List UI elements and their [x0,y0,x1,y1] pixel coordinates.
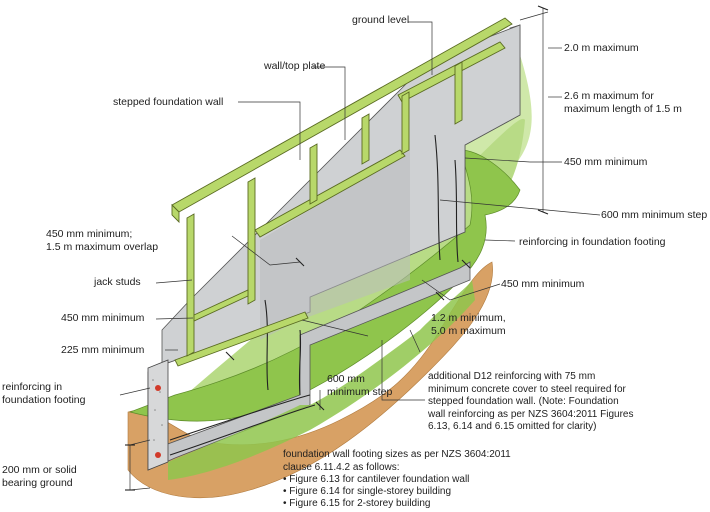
foundation-wall-shade [260,150,410,340]
rebar-end-lower [155,452,161,458]
label-26m-maximum: 2.6 m maximum for maximum length of 1.5 … [564,90,682,115]
jack-stud-2 [247,177,256,305]
label-top-plate: wall/top plate [264,60,326,72]
label-225mm-minimum: 225 mm minimum [61,344,145,356]
ground-front [168,280,475,480]
rebar-end-upper [155,385,161,391]
label-jack-studs: jack studs [94,276,141,288]
label-stepped-foundation-wall: stepped foundation wall [113,96,224,108]
bottom-plate-mid [254,149,406,238]
label-600mm-step: 600 mm minimum step [327,373,393,398]
jack-stud-3 [309,143,318,205]
bottom-plate-lower [174,311,309,367]
figure-list-item: • Figure 6.14 for single-storey building [283,486,452,497]
nog-1 [193,289,249,322]
leader-lines [119,8,601,491]
timber-frame [171,17,513,367]
label-additional-d12: additional D12 reinforcing with 75 mm mi… [428,371,634,432]
figure-list-item: • Figure 6.15 for 2-storey building [283,498,431,509]
figure-list-item: • Figure 6.13 for cantilever foundation … [283,474,470,485]
jack-stud-1 [186,213,195,357]
dimension-ticks [125,5,549,491]
label-bearing-ground: 200 mm or solid bearing ground [2,464,77,489]
footing-end-section [147,359,169,471]
label-reinforcing-footing-left: reinforcing in foundation footing [2,381,86,406]
label-450mm-overlap: 450 mm minimum; 1.5 m maximum overlap [46,228,159,253]
label-2m-maximum: 2.0 m maximum [564,42,639,54]
label-1-2m-5m: 1.2 m minimum, 5.0 m maximum [431,312,506,337]
jack-stud-4 [361,113,370,165]
label-600mm-minimum-step: 600 mm minimum step [601,209,708,221]
jack-stud-6 [454,61,463,125]
rebar-lines [169,134,459,456]
label-450mm-minimum-right: 450 mm minimum [501,278,585,290]
label-450mm-minimum-top: 450 mm minimum [564,156,648,168]
label-ground-level: ground level [352,14,410,26]
bottom-plate-upper [397,41,506,103]
label-450mm-minimum-left: 450 mm minimum [61,312,145,324]
label-reinforcing-footing-right: reinforcing in foundation footing [519,236,666,248]
label-footing-sizes: foundation wall footing sizes as per NZS… [283,449,511,473]
jack-stud-5 [401,91,410,155]
